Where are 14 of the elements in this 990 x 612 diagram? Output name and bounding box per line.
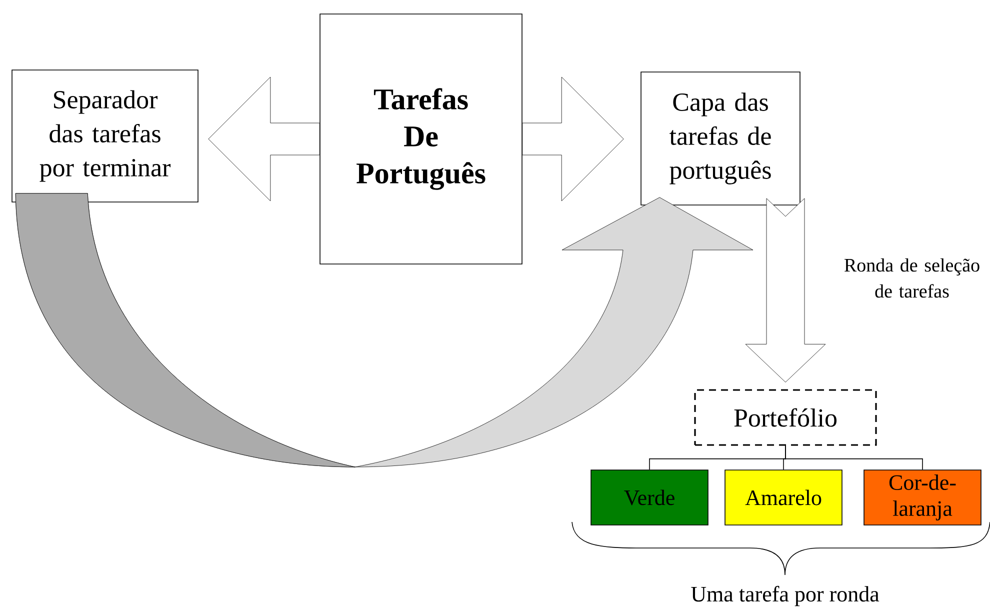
block-arrow bbox=[745, 198, 826, 382]
block-arrow bbox=[522, 76, 624, 202]
curved-arrow bbox=[15, 193, 754, 468]
title-box: Tarefas De Português bbox=[320, 14, 522, 264]
connector-line bbox=[785, 445, 923, 470]
dashed-box: Portefólio bbox=[694, 389, 877, 446]
brace-label: Uma tarefa por ronda bbox=[691, 586, 880, 606]
color-box: Verde bbox=[590, 470, 708, 526]
text-box: Separador das tarefas por terminar bbox=[12, 70, 198, 202]
color-box: Amarelo bbox=[724, 470, 842, 526]
block-arrow bbox=[208, 76, 320, 202]
text-box: Capa das tarefas de português bbox=[640, 72, 800, 206]
edge-label: Ronda de seleção de tarefas bbox=[844, 258, 980, 298]
color-box: Cor-de-laranja bbox=[864, 470, 982, 526]
